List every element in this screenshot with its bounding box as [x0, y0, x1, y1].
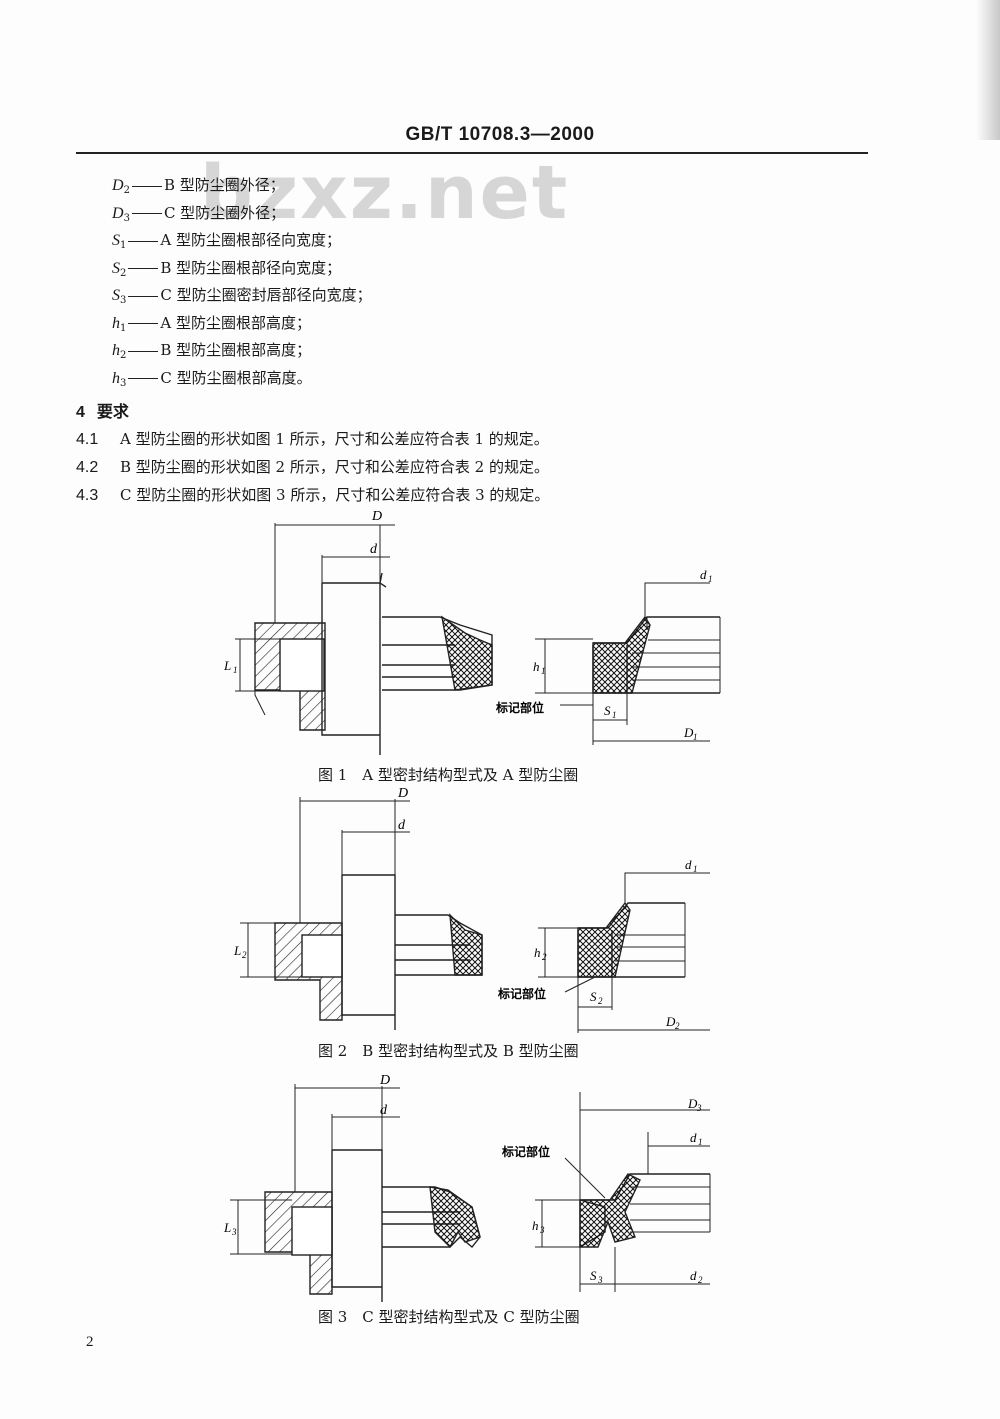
- fig3-label-d2-sub: 2: [698, 1275, 703, 1285]
- fig1-label-D1-sub: 1: [693, 732, 698, 742]
- page-number: 2: [86, 1334, 94, 1350]
- fig2-label-L-sub: 2: [242, 950, 247, 960]
- fig3-label-h: h: [532, 1218, 539, 1233]
- watermark: bzxz.net: [200, 150, 570, 236]
- fig3-label-L-sub: 3: [231, 1227, 237, 1237]
- fig2-label-h-sub: 2: [542, 952, 547, 962]
- fig1-label-D1: D: [683, 725, 694, 740]
- fig1-label-D: D: [371, 509, 382, 524]
- fig2-label-D2-sub: 2: [675, 1021, 680, 1031]
- fig1-label-S: S: [604, 703, 611, 718]
- fig3-label-d1-sub: 1: [698, 1137, 703, 1147]
- fig1-label-d: d: [370, 542, 378, 557]
- fig2-mark-label: 标记部位: [497, 986, 546, 1001]
- fig1-label-d1-sub: 1: [708, 574, 713, 584]
- fig3-label-d1: d: [690, 1130, 697, 1145]
- standard-header: GB/T 10708.3—2000: [405, 124, 595, 145]
- fig3-label-L: L: [223, 1220, 231, 1235]
- fig3-label-D3-sub: 3: [696, 1103, 702, 1113]
- fig3-label-D3: D: [687, 1096, 698, 1111]
- fig2-label-d: d: [398, 818, 406, 833]
- fig3-label-d2: d: [690, 1268, 697, 1283]
- figure-2-caption: 图 2 B 型密封结构型式及 B 型防尘圈: [318, 1042, 579, 1060]
- figure-1-caption: 图 1 A 型密封结构型式及 A 型防尘圈: [318, 766, 579, 784]
- fig3-label-S: S: [590, 1268, 597, 1283]
- fig1-label-h-sub: 1: [541, 666, 546, 676]
- header-rule: [76, 152, 868, 154]
- fig3-mark-label: 标记部位: [501, 1144, 550, 1159]
- fig2-label-h: h: [534, 945, 541, 960]
- fig2-label-D2: D: [665, 1014, 676, 1029]
- fig1-label-S-sub: 1: [612, 710, 617, 720]
- fig2-label-d1-sub: 1: [693, 864, 698, 874]
- figure-2-drawing: D d L 2 d 1 h 2 S 2 D 2 标记部位: [233, 786, 710, 1033]
- fig2-label-S: S: [590, 989, 597, 1004]
- figure-3-caption: 图 3 C 型密封结构型式及 C 型防尘圈: [318, 1308, 580, 1326]
- fig1-label-L-sub: 1: [233, 665, 238, 675]
- fig2-label-L: L: [233, 943, 241, 958]
- fig3-label-D: D: [379, 1073, 390, 1088]
- fig1-label-L: L: [223, 658, 231, 673]
- page-edge-shadow: [976, 0, 1000, 140]
- fig2-label-d1: d: [685, 857, 692, 872]
- fig1-mark-label: 标记部位: [495, 700, 544, 715]
- fig2-label-S-sub: 2: [598, 996, 603, 1006]
- fig1-label-d1: d: [700, 567, 707, 582]
- figure-1-drawing: D d L 1 d 1 h 1 S 1 D 1 标记部位: [223, 509, 721, 755]
- fig1-label-h: h: [533, 659, 540, 674]
- figure-3-drawing: D d L 3 D 3 d 1 h 3 S 3 d 2 标记部位: [223, 1073, 711, 1302]
- fig2-label-D: D: [397, 786, 408, 801]
- fig3-label-h-sub: 3: [539, 1225, 545, 1235]
- fig3-label-S-sub: 3: [597, 1275, 603, 1285]
- fig3-label-d: d: [380, 1103, 388, 1118]
